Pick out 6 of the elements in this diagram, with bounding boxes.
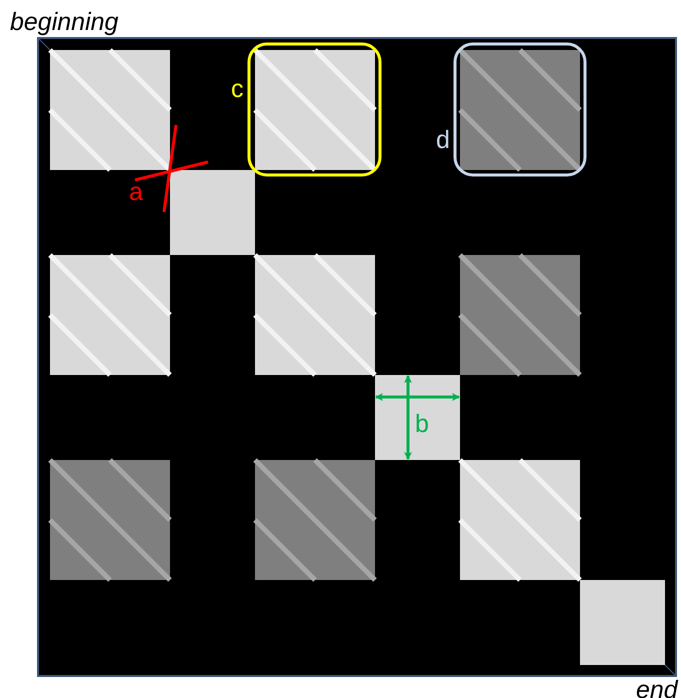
axis-label: beginning bbox=[10, 8, 118, 36]
axis-label: end bbox=[636, 676, 678, 698]
callout-letter: a bbox=[129, 178, 143, 206]
callout-letter: b bbox=[415, 410, 429, 438]
callout-letter: c bbox=[231, 75, 244, 103]
callout-letter: d bbox=[436, 126, 450, 154]
